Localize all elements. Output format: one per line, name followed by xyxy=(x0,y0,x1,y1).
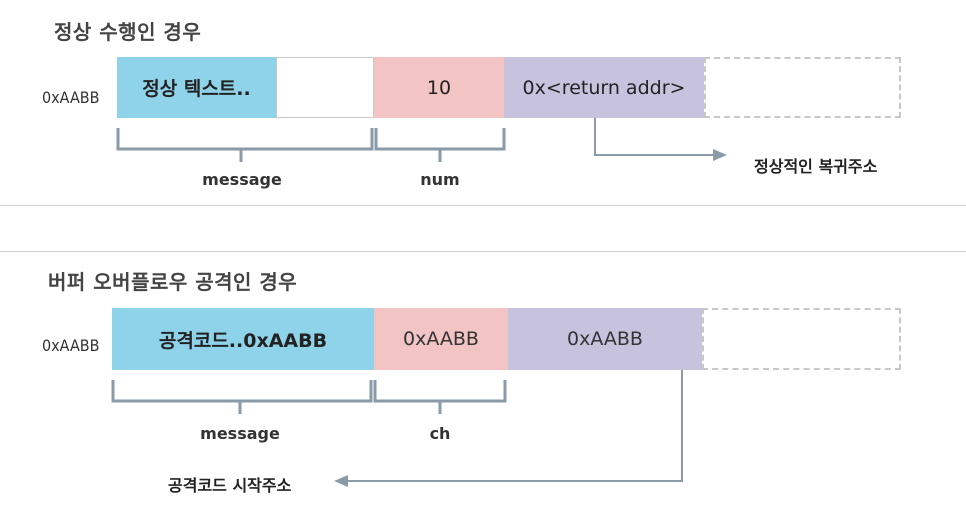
top-section-title: 정상 수행인 경우 xyxy=(54,20,202,44)
bottom-ch-bracket xyxy=(373,380,507,414)
top-return-arrow-line xyxy=(594,118,715,156)
top-return-address-cell: 0x<return addr> xyxy=(504,57,704,118)
bottom-message-cell: 공격코드..0xAABB xyxy=(112,308,374,370)
bottom-address-label: 0xAABB xyxy=(42,336,100,355)
top-beyond-cell xyxy=(704,57,901,118)
top-return-arrow-head xyxy=(713,149,727,161)
top-num-bracket xyxy=(374,128,506,162)
bottom-ch-bracket-label: ch xyxy=(429,424,451,443)
bottom-ch-cell: 0xAABB xyxy=(374,308,508,370)
top-arrow-note: 정상적인 복귀주소 xyxy=(754,157,878,176)
bottom-return-arrow-head xyxy=(334,475,348,487)
top-message-bracket xyxy=(116,128,374,162)
top-message-text-cell: 정상 텍스트.. xyxy=(117,57,276,118)
section-divider-lower xyxy=(0,251,966,252)
bottom-arrow-note: 공격코드 시작주소 xyxy=(168,476,292,495)
bottom-return-address-cell: 0xAABB xyxy=(508,308,702,370)
bottom-return-arrow-line xyxy=(346,370,683,482)
top-num-bracket-label: num xyxy=(420,170,460,189)
bottom-message-bracket-label: message xyxy=(200,424,280,443)
top-num-cell: 10 xyxy=(374,57,504,118)
bottom-beyond-cell xyxy=(702,308,901,370)
top-message-bracket-label: message xyxy=(202,170,282,189)
top-message-blank-cell xyxy=(276,57,374,118)
top-address-label: 0xAABB xyxy=(42,88,100,107)
bottom-section-title: 버퍼 오버플로우 공격인 경우 xyxy=(48,270,298,294)
section-divider-upper xyxy=(0,205,966,206)
bottom-message-bracket xyxy=(111,380,373,414)
